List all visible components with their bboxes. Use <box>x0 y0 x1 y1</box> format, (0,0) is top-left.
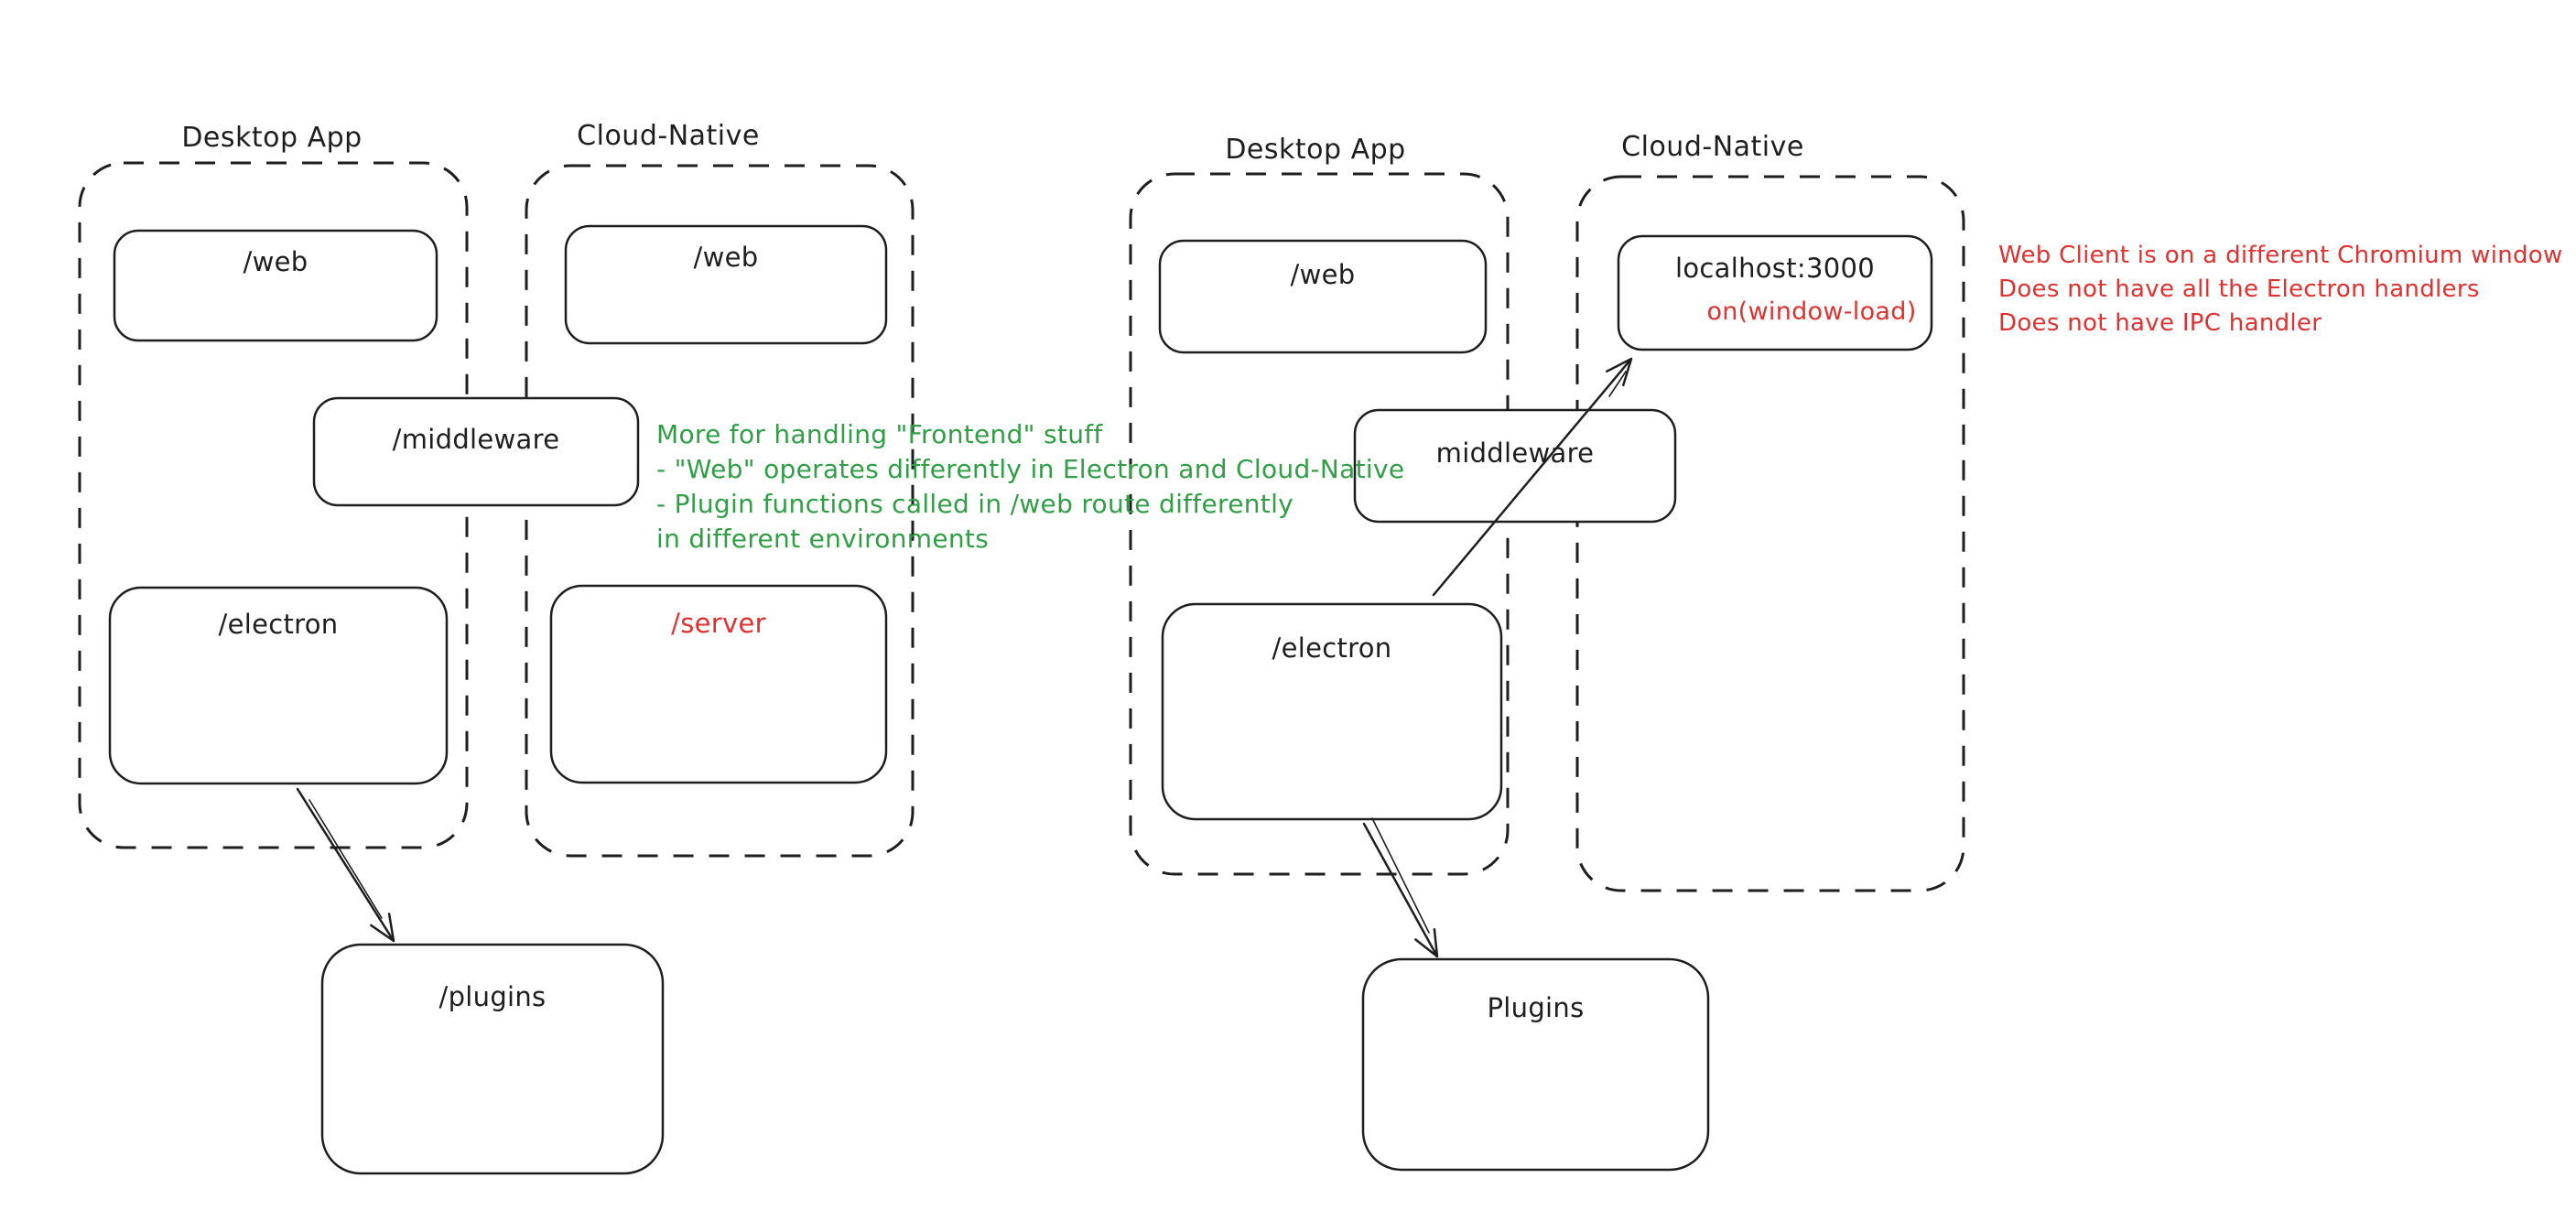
right-localhost-label: localhost:3000 <box>1675 253 1875 284</box>
right-desktop-app-group[interactable] <box>1129 172 1510 876</box>
frontend-note-line: - "Web" operates differently in Electron… <box>656 454 1405 484</box>
left-desktop-app-title: Desktop App <box>181 122 363 154</box>
right-electron-node[interactable] <box>1161 602 1503 821</box>
left-middleware-label: /middleware <box>392 424 560 455</box>
right-cloud-native-title: Cloud-Native <box>1621 131 1804 163</box>
frontend-note: More for handling "Frontend" stuff - "We… <box>656 417 1404 557</box>
frontend-note-line: in different environments <box>656 524 990 554</box>
left-plugins-label: /plugins <box>438 981 547 1012</box>
left-server-node[interactable] <box>549 584 888 784</box>
left-cloud-native-group[interactable] <box>525 164 915 858</box>
right-plugins-node[interactable] <box>1361 957 1710 1172</box>
right-web-label: /web <box>1290 259 1356 290</box>
web-client-note-line: Web Client is on a different Chromium wi… <box>1998 242 2563 269</box>
left-electron-label: /electron <box>218 609 339 640</box>
left-web-desktop-label: /web <box>243 246 308 277</box>
right-plugins-label: Plugins <box>1487 992 1585 1023</box>
right-web-node[interactable] <box>1158 239 1488 354</box>
left-server-label: /server <box>671 608 766 639</box>
left-desktop-app-group[interactable] <box>78 161 469 849</box>
right-middleware-node[interactable] <box>1353 408 1677 524</box>
frontend-note-line: - Plugin functions called in /web route … <box>656 489 1294 519</box>
right-desktop-app-title: Desktop App <box>1225 134 1406 166</box>
left-plugins-node[interactable] <box>320 943 665 1175</box>
left-electron-to-plugins-arrow[interactable] <box>296 787 395 943</box>
frontend-note-line: More for handling "Frontend" stuff <box>656 419 1103 449</box>
right-localhost-node[interactable] <box>1617 234 1933 351</box>
left-web-desktop-node[interactable] <box>113 229 438 342</box>
left-web-cloud-node[interactable] <box>564 224 888 345</box>
left-cloud-native-title: Cloud-Native <box>577 120 760 152</box>
left-electron-node[interactable] <box>108 586 449 785</box>
web-client-note: Web Client is on a different Chromium wi… <box>1998 239 2563 340</box>
right-electron-to-localhost-arrow[interactable] <box>1432 357 1633 597</box>
right-cloud-native-group[interactable] <box>1575 175 1965 892</box>
web-client-note-line: Does not have IPC handler <box>1998 309 2322 337</box>
right-localhost-event-label: on(window-load) <box>1706 297 1917 326</box>
left-middleware-node[interactable] <box>312 396 640 507</box>
left-web-cloud-label: /web <box>693 242 759 273</box>
right-middleware-label: middleware <box>1435 438 1595 469</box>
web-client-note-line: Does not have all the Electron handlers <box>1998 276 2480 303</box>
right-electron-to-plugins-arrow[interactable] <box>1362 817 1439 958</box>
right-electron-label: /electron <box>1272 632 1392 664</box>
